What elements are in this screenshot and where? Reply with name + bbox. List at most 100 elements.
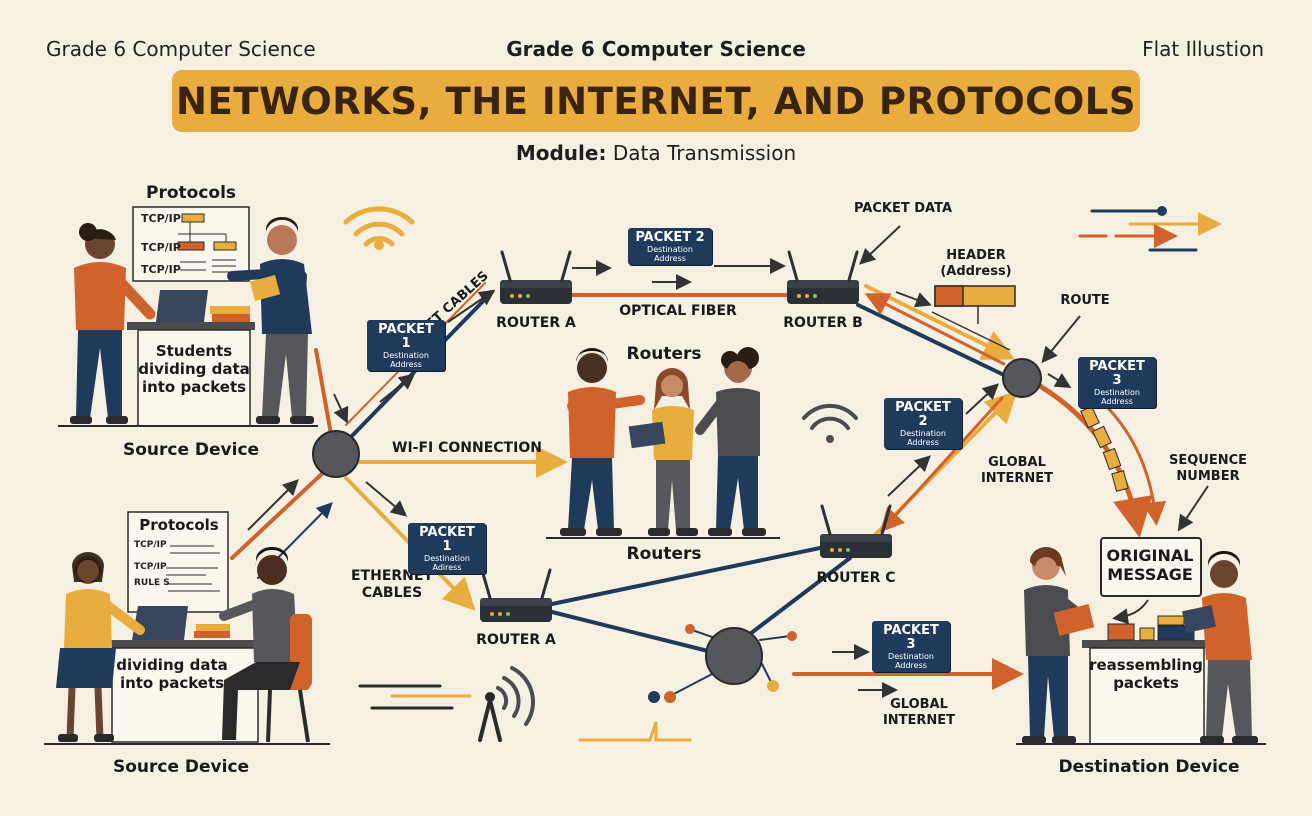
header-address-label-line-1: HEADER: [946, 248, 1006, 263]
packet-1-upper-title: PACKET 1: [378, 322, 434, 351]
packet-data-label: PACKET DATA: [853, 201, 953, 216]
student-girl-top: [70, 223, 156, 424]
ethernet-cables-label-line-2: CABLES: [361, 585, 423, 601]
router-c-label: ROUTER C: [816, 570, 896, 586]
protocols-title-bottom: Protocols: [139, 516, 219, 534]
protocols-title-top: Protocols: [145, 183, 237, 203]
packet-3-upper: PACKET 3 Destination Address: [1078, 357, 1156, 408]
global-internet-mid-line-2: INTERNET: [980, 471, 1054, 486]
network-hub-bottom: [705, 627, 763, 685]
title-banner: [172, 70, 1140, 132]
desk-caption-top-line-2: dividing data: [138, 360, 250, 378]
optical-fiber-label: OPTICAL FIBER: [619, 303, 737, 319]
packet-1-lower-address: Destination Adiress: [424, 554, 470, 572]
router-b-label: ROUTER B: [783, 315, 863, 331]
hub-nodes: [648, 624, 797, 703]
desk-caption-bottom: dividing data into packets: [116, 656, 227, 692]
routers-label-bottom: Routers: [626, 544, 702, 564]
destination-student-girl: [1022, 546, 1095, 744]
packet-3-lower: PACKET 3 Destination Address: [872, 621, 950, 672]
desk-caption-top-line-1: Students: [155, 342, 233, 360]
direction-arrows: [247, 225, 1209, 698]
global-internet-mid-label: GLOBAL INTERNET: [981, 455, 1053, 487]
packet-2-top-title: PACKET 2: [635, 230, 705, 245]
source-device-label-top: Source Device: [122, 440, 260, 460]
protocol-board-top: [132, 206, 250, 282]
desk-caption-top-line-3: into packets: [141, 378, 247, 396]
board-bottom-line-3: RULE S: [134, 578, 170, 588]
router-b-device: [785, 250, 861, 306]
packet-2-top: PACKET 2 Destination Address: [628, 228, 712, 265]
wifi-icon-gray: [802, 403, 858, 443]
source-device-label-bottom: Source Device: [112, 757, 250, 777]
student-boy-top: [227, 216, 314, 424]
protocol-board-bottom: [127, 511, 229, 613]
packet-3-upper-address: Destination Address: [1094, 388, 1140, 406]
packet-3-lower-address: Destination Address: [888, 652, 934, 670]
original-message-box: [1100, 537, 1202, 597]
packet-1-upper-address: Destination Address: [383, 351, 429, 369]
packet-2-top-address: Destination Address: [647, 245, 693, 263]
routers-label-top: Routers: [626, 344, 702, 364]
packet-3-lower-title: PACKET 3: [883, 623, 939, 652]
sequence-number-label-line-2: NUMBER: [1176, 469, 1240, 484]
global-internet-bottom-label: GLOBAL INTERNET: [883, 697, 955, 729]
module-line: Module: Data Transmission: [516, 141, 796, 165]
packet-1-lower: PACKET 1 Destination Adiress: [408, 523, 486, 574]
packet-3-upper-title: PACKET 3: [1089, 359, 1145, 388]
global-internet-mid-line-1: GLOBAL: [988, 455, 1046, 470]
packet-2-mid-title: PACKET 2: [895, 400, 951, 429]
board-top-line-2: TCP/IP: [141, 241, 181, 254]
original-message-line-1: ORIGINAL: [1106, 546, 1194, 565]
destination-device-label: Destination Device: [1058, 757, 1240, 777]
route-label: ROUTE: [1060, 293, 1110, 308]
header-course-center: Grade 6 Computer Science: [506, 37, 806, 61]
wifi-connection-label: WI-FI CONNECTION: [392, 440, 542, 456]
sequence-number-label: SEQUENCE NUMBER: [1169, 453, 1247, 485]
page-title: NETWORKS, THE INTERNET, AND PROTOCOLS: [175, 80, 1137, 123]
sequence-packets: [1080, 405, 1129, 492]
header-course-left: Grade 6 Computer Science: [46, 37, 316, 61]
desk-top: [58, 290, 318, 427]
router-a-top-label: ROUTER A: [496, 315, 576, 331]
network-hub-left: [312, 430, 360, 478]
desk-caption-top: Students dividing data into packets: [138, 342, 249, 396]
cables: [230, 282, 1167, 697]
signal-tower-icon: [478, 666, 535, 742]
center-person-left: [560, 348, 645, 536]
router-a-top-device: [498, 250, 574, 306]
header-style-note: Flat Illustion: [1142, 37, 1264, 61]
center-person-middle: [628, 368, 698, 536]
student-boy-bottom: [219, 546, 312, 743]
desk-caption-bottom-line-2: into packets: [119, 674, 225, 692]
packet-header-bar: [931, 285, 1016, 351]
packet-2-mid: PACKET 2 Destination Address: [884, 398, 962, 449]
center-person-right: [695, 347, 766, 536]
global-internet-bottom-line-1: GLOBAL: [890, 697, 948, 712]
reassembling-caption: reassembling packets: [1089, 656, 1203, 692]
board-top-line-1: TCP/IP: [141, 212, 181, 225]
module-value: Data Transmission: [612, 141, 797, 165]
route-hub: [1002, 358, 1042, 398]
packet-2-mid-address: Destination Address: [900, 429, 946, 447]
module-label: Module:: [515, 141, 607, 165]
motion-lines: [358, 206, 1222, 742]
header-address-label-line-2: (Address): [940, 264, 1012, 279]
router-c-device: [818, 504, 894, 560]
destination-desk: [1016, 615, 1266, 745]
student-girl-bottom: [56, 552, 145, 742]
board-bottom-line-2: TCP/IP: [134, 562, 167, 572]
reassembling-caption-line-2: packets: [1113, 674, 1179, 692]
board-bottom-line-1: TCP/IP: [134, 540, 167, 550]
header-address-label: HEADER (Address): [940, 248, 1011, 280]
packet-1-upper: PACKET 1 Destination Address: [367, 320, 445, 371]
original-message-label: ORIGINAL MESSAGE: [1107, 546, 1194, 584]
board-top-line-3: TCP/IP: [141, 263, 181, 276]
router-a-bottom-label: ROUTER A: [476, 632, 556, 648]
global-internet-bottom-line-2: INTERNET: [882, 713, 956, 728]
wifi-icon-gold: [343, 206, 415, 250]
packet-1-lower-title: PACKET 1: [419, 525, 475, 554]
router-a-bottom-device: [478, 568, 554, 624]
